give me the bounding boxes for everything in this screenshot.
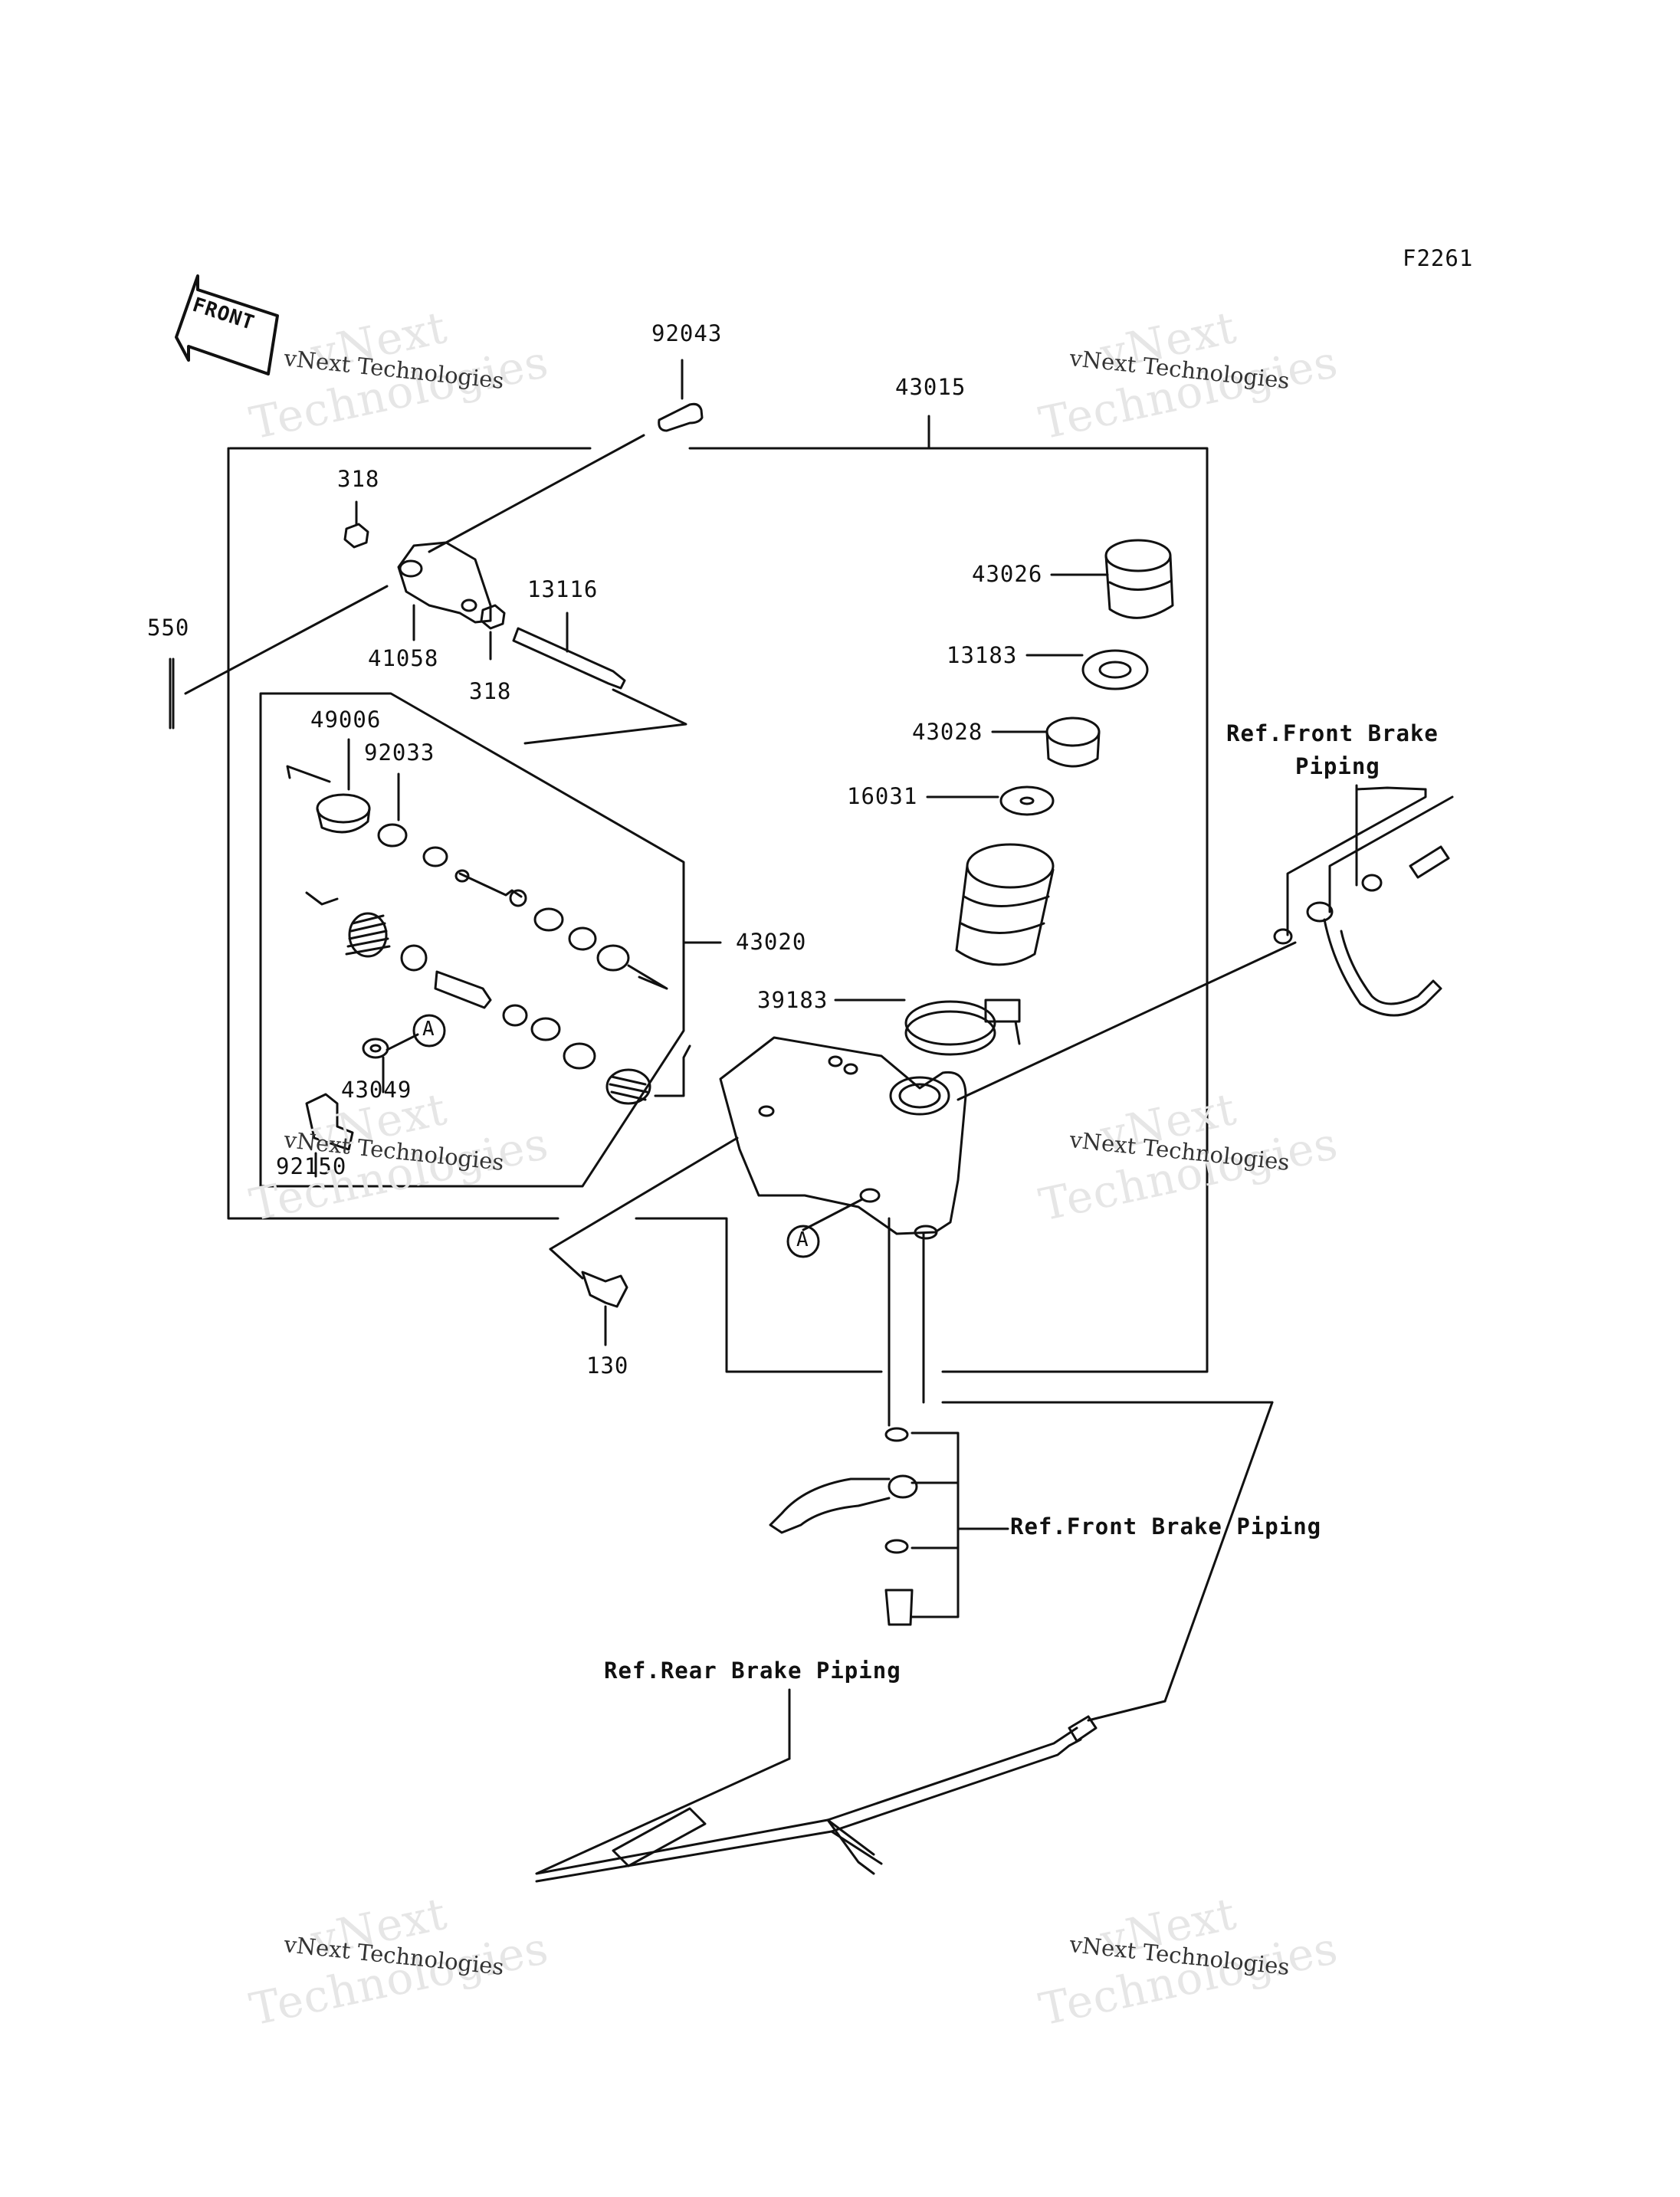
part-label-43049: 43049: [341, 1077, 412, 1103]
ref-front-brake-top: Ref.Front Brake: [1226, 720, 1439, 746]
part-label-16031: 16031: [847, 783, 918, 809]
front-brake-piping-mid: [769, 1217, 1274, 1703]
part-label-318-b: 318: [469, 678, 512, 704]
front-arrow-icon: [175, 274, 279, 375]
ref-front-brake-mid: Ref.Front Brake Piping: [1010, 1513, 1322, 1540]
front-brake-piping-top: [1273, 784, 1454, 1017]
figure-id: F2261: [1403, 245, 1474, 271]
part-label-43015: 43015: [895, 374, 966, 400]
part-label-318-a: 318: [337, 466, 380, 492]
callout-a-body: [786, 1225, 820, 1258]
part-label-92033: 92033: [364, 739, 435, 766]
part-label-43028: 43028: [912, 719, 983, 745]
piston: [434, 970, 492, 1009]
plate-13183: [1025, 649, 1149, 690]
spring-2: [605, 1068, 651, 1105]
part-label-43020: 43020: [736, 929, 807, 955]
bolt-130: [549, 1136, 739, 1346]
part-label-41058: 41058: [368, 645, 439, 671]
part-label-92150: 92150: [276, 1153, 347, 1179]
part-label-130: 130: [586, 1353, 629, 1379]
clamp-39183: [834, 998, 1021, 1056]
nut-318-b: [480, 604, 506, 661]
part-label-13116: 13116: [527, 576, 599, 602]
part-label-92043: 92043: [651, 320, 723, 346]
washer-43049: [362, 1033, 419, 1094]
ref-front-brake-top-line2: Piping: [1295, 753, 1380, 779]
callout-a-label-kit: A: [422, 1018, 435, 1041]
pin-92043: [658, 359, 704, 432]
part-label-13183: 13183: [947, 642, 1018, 668]
reservoir: [955, 843, 1055, 966]
push-rod-13116: [512, 612, 687, 745]
ref-rear-brake: Ref.Rear Brake Piping: [604, 1658, 901, 1684]
bolt-92150: [305, 1093, 354, 1178]
spring-1: [345, 912, 391, 958]
part-label-39183: 39183: [757, 987, 829, 1013]
callout-a-label-body: A: [796, 1228, 809, 1251]
nut-318-a: [343, 500, 369, 549]
assembly-box-43015: [227, 415, 1209, 1373]
circlip-92033: [377, 772, 408, 848]
washer-16031: [926, 785, 1055, 816]
part-label-550: 550: [147, 615, 190, 641]
cap-43026: [1050, 539, 1174, 619]
kit-box-43020: [259, 692, 722, 1188]
part-label-49006: 49006: [310, 707, 382, 733]
diaphragm-43028: [991, 716, 1101, 768]
clevis-41058: [397, 541, 492, 641]
callout-a-kit: [412, 1014, 446, 1048]
rear-brake-piping: [535, 1688, 1166, 1883]
cotter-pin-550: [169, 585, 389, 730]
cup-49006: [316, 738, 371, 834]
part-label-43026: 43026: [972, 561, 1043, 587]
